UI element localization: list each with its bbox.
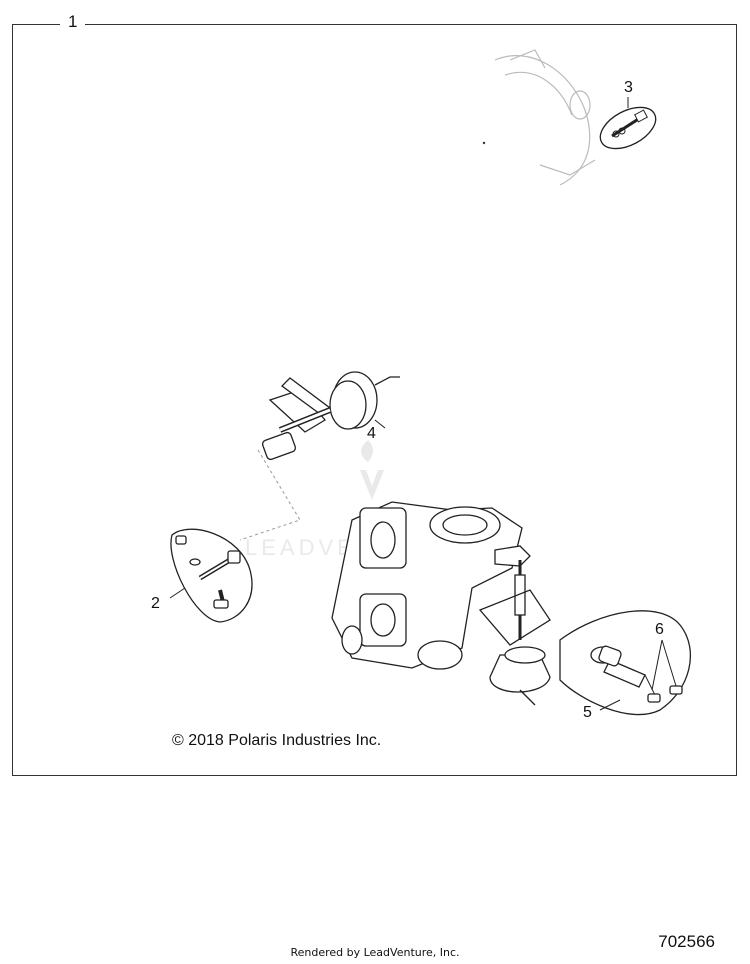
- part-3-bolt-kit[interactable]: [594, 97, 663, 157]
- copyright-text: © 2018 Polaris Industries Inc.: [172, 732, 382, 749]
- assembly-callout-1[interactable]: 1: [60, 12, 86, 32]
- part-5-oil-line-kit[interactable]: [559, 610, 692, 716]
- part-2-linkage-kit[interactable]: [170, 528, 253, 623]
- turbo-housing-ghost: [494, 49, 596, 186]
- callout-4[interactable]: 4: [367, 425, 376, 442]
- callout-6[interactable]: 6: [655, 621, 664, 638]
- callout-3[interactable]: 3: [624, 79, 633, 96]
- part-4-actuator[interactable]: [261, 371, 400, 461]
- footer-credit: Rendered by LeadVenture, Inc.: [290, 946, 460, 959]
- callout-2[interactable]: 2: [151, 595, 160, 612]
- diagram-frame: [12, 24, 737, 776]
- turbocharger-assembly: [331, 501, 551, 706]
- callout-5[interactable]: 5: [583, 704, 592, 721]
- diagram-number: 702566: [658, 932, 715, 951]
